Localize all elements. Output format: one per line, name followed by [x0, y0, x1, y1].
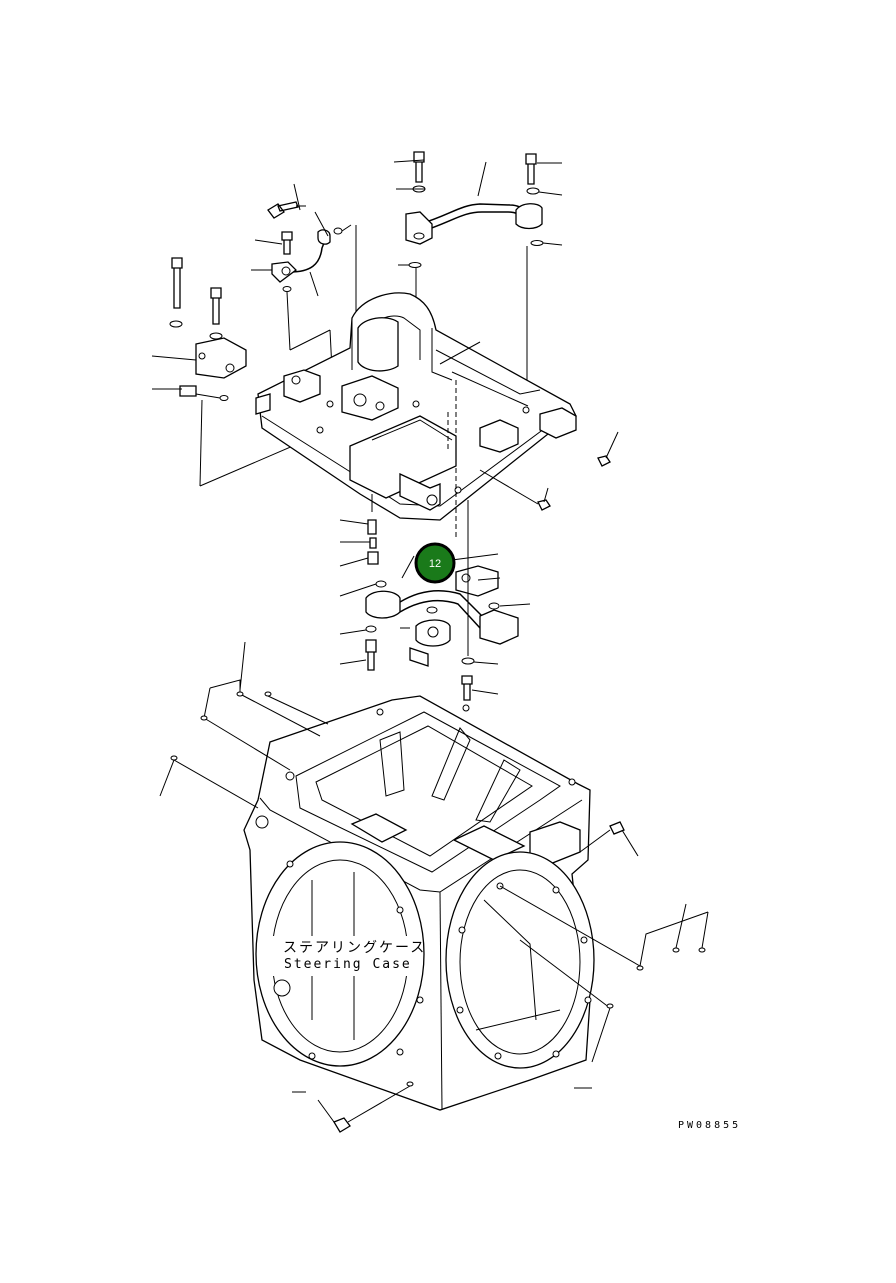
callout-number: 12: [429, 558, 441, 570]
left-hose-assembly: [251, 183, 357, 371]
callout-badge-12[interactable]: 12: [414, 542, 456, 584]
steering-case: [159, 641, 709, 1133]
upper-pipe-assembly: [393, 151, 563, 410]
middle-pipe-assembly: [339, 500, 531, 701]
drawing-code: PW08855: [678, 1120, 741, 1131]
steering-case-label-en: Steering Case: [284, 957, 412, 972]
steering-case-label-ja: ステアリングケース: [283, 940, 426, 956]
left-block-assembly: [151, 257, 331, 487]
upper-cover-plate: [255, 292, 619, 540]
